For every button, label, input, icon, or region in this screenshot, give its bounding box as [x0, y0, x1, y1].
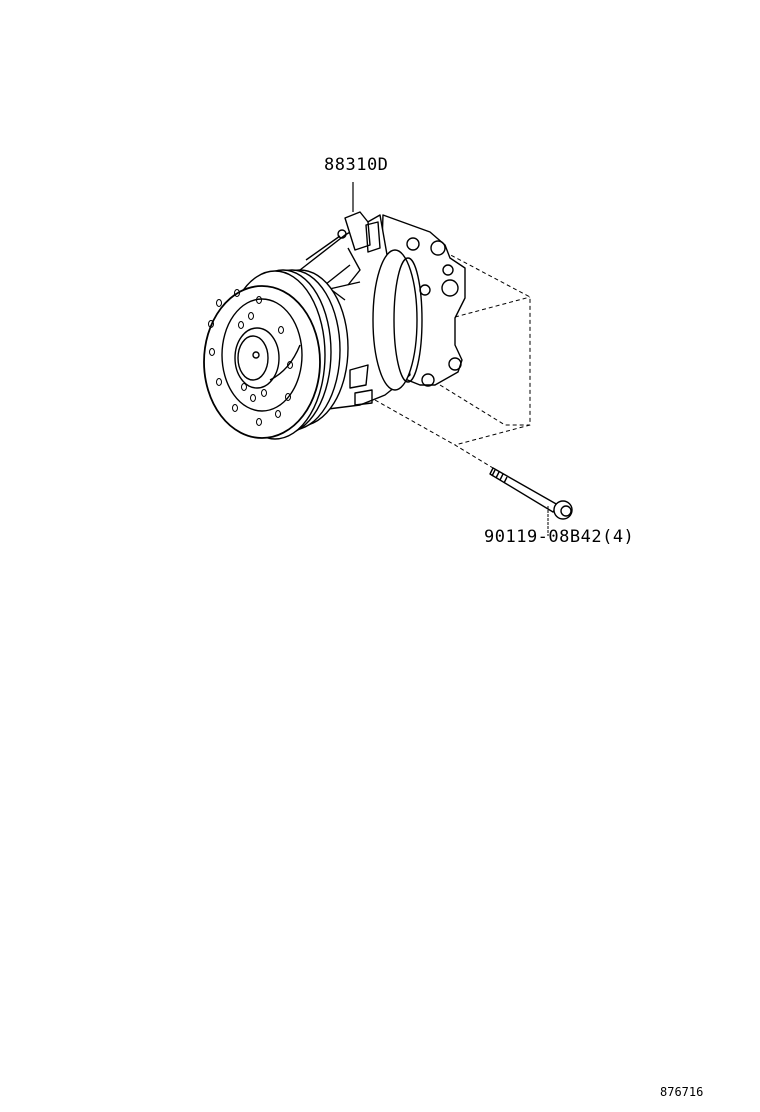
part-label-bolt[interactable]: 90119-08B42(4) — [484, 527, 635, 547]
part-label-compressor[interactable]: 88310D — [324, 155, 389, 175]
rivets — [208, 289, 293, 426]
ac-compressor-icon — [203, 211, 466, 440]
mounting-guide-lines — [374, 251, 531, 469]
bolt-icon — [489, 467, 573, 520]
figure-number: 876716 — [660, 1085, 704, 1099]
